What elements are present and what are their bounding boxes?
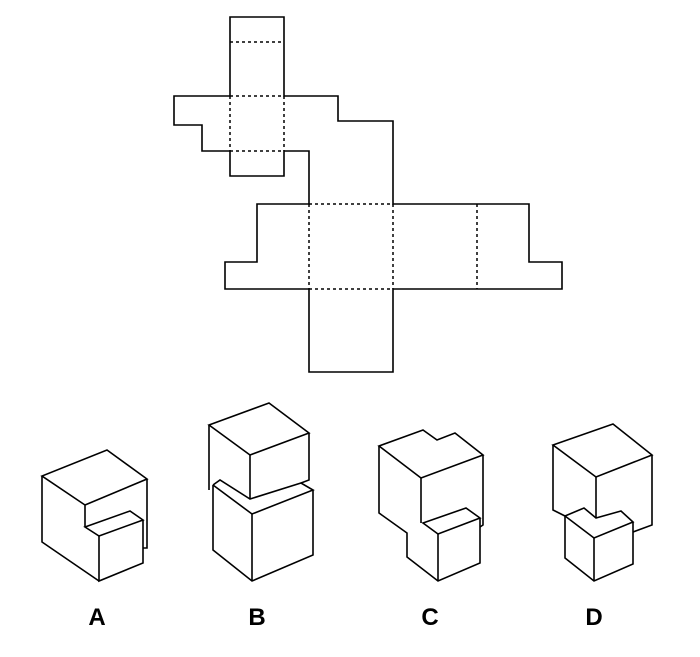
option-a-label[interactable]: A [88,604,106,631]
option-b-shape[interactable] [207,402,315,582]
unfolded-net [173,16,563,373]
option-b-label[interactable]: B [248,604,266,631]
net-outline [173,16,563,373]
option-c-shape[interactable] [377,429,485,582]
option-d-label[interactable]: D [585,604,603,631]
option-c-label[interactable]: C [421,604,439,631]
option-a-shape[interactable] [40,449,149,583]
option-d-shape[interactable] [551,423,654,582]
